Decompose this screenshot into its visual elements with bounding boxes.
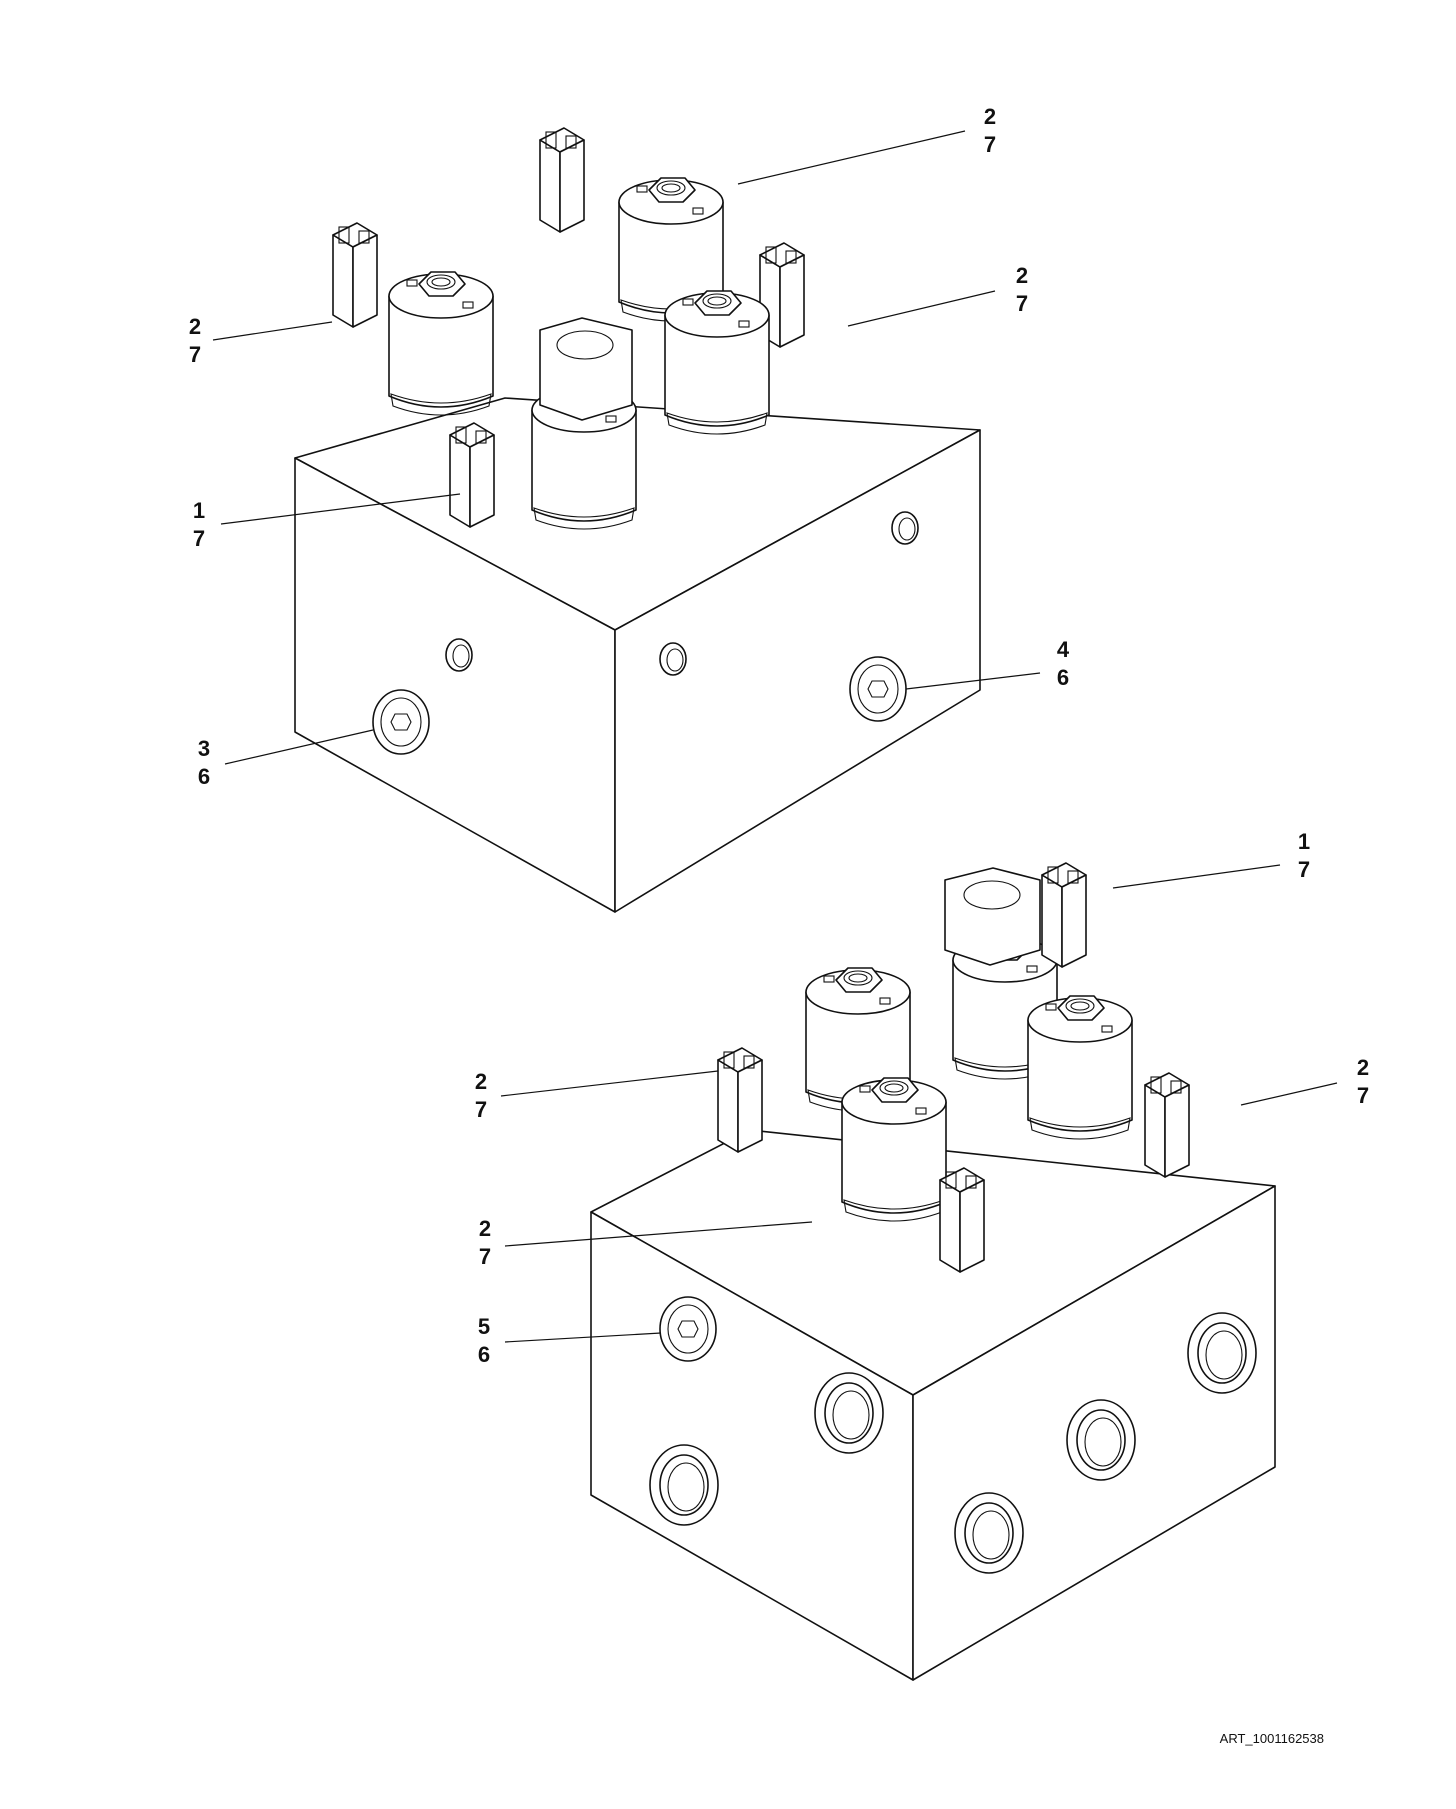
callout-quantity: 6	[198, 764, 210, 789]
bottom-coil-back	[944, 862, 1087, 1080]
top-manifold-assembly: 2 7 2 7 2 7 1 7 4 6 3 6	[189, 104, 1070, 913]
callout-quantity: 7	[984, 132, 996, 157]
bottom-manifold-block	[590, 1129, 1276, 1681]
bottom-callout-group: 1 7 2 7 2 7 2 7 5 6	[475, 829, 1369, 1367]
art-reference-id: ART_1001162538	[1220, 1731, 1324, 1746]
callout-item-number: 5	[478, 1314, 490, 1339]
bottom-left-port-1	[649, 1444, 719, 1526]
callout-item-number: 2	[1357, 1055, 1369, 1080]
callout-item-number: 2	[479, 1216, 491, 1241]
bottom-manifold-assembly: 1 7 2 7 2 7 2 7 5 6	[475, 829, 1369, 1681]
top-block-right-face	[614, 429, 981, 913]
callout-item-number: 2	[984, 104, 996, 129]
callout-quantity: 7	[479, 1244, 491, 1269]
top-callout-group: 2 7 2 7 2 7 1 7 4 6 3 6	[189, 104, 1070, 789]
bottom-left-port-2	[814, 1372, 884, 1454]
callout-quantity: 7	[1357, 1083, 1369, 1108]
callout-item-number: 2	[189, 314, 201, 339]
top-plug-4	[849, 656, 907, 722]
bottom-right-port-3	[1187, 1312, 1257, 1394]
callout-quantity: 6	[1057, 665, 1069, 690]
top-manifold-block	[294, 397, 981, 913]
top-left-face-hole	[445, 638, 473, 672]
callout-item-number: 4	[1057, 637, 1070, 662]
top-right-face-hole-1	[659, 642, 687, 676]
callout-quantity: 6	[478, 1342, 490, 1367]
top-right-face-hole-2	[891, 511, 919, 545]
callout-item-number: 3	[198, 736, 210, 761]
top-plug-3	[372, 689, 430, 755]
callout-item-number: 2	[1016, 263, 1028, 288]
top-coil-front	[449, 317, 637, 530]
callout-quantity: 7	[193, 526, 205, 551]
callout-item-number: 1	[1298, 829, 1310, 854]
bottom-right-port-2	[1066, 1399, 1136, 1481]
bottom-plug-5	[659, 1296, 717, 1362]
callout-item-number: 1	[193, 498, 205, 523]
callout-quantity: 7	[1298, 857, 1310, 882]
bottom-coil-right	[1027, 995, 1190, 1178]
top-coil-back	[539, 127, 724, 322]
callout-quantity: 7	[189, 342, 201, 367]
bottom-right-port-1	[954, 1492, 1024, 1574]
callout-quantity: 7	[1016, 291, 1028, 316]
callout-quantity: 7	[475, 1097, 487, 1122]
top-coil-left	[332, 222, 494, 416]
callout-item-number: 2	[475, 1069, 487, 1094]
